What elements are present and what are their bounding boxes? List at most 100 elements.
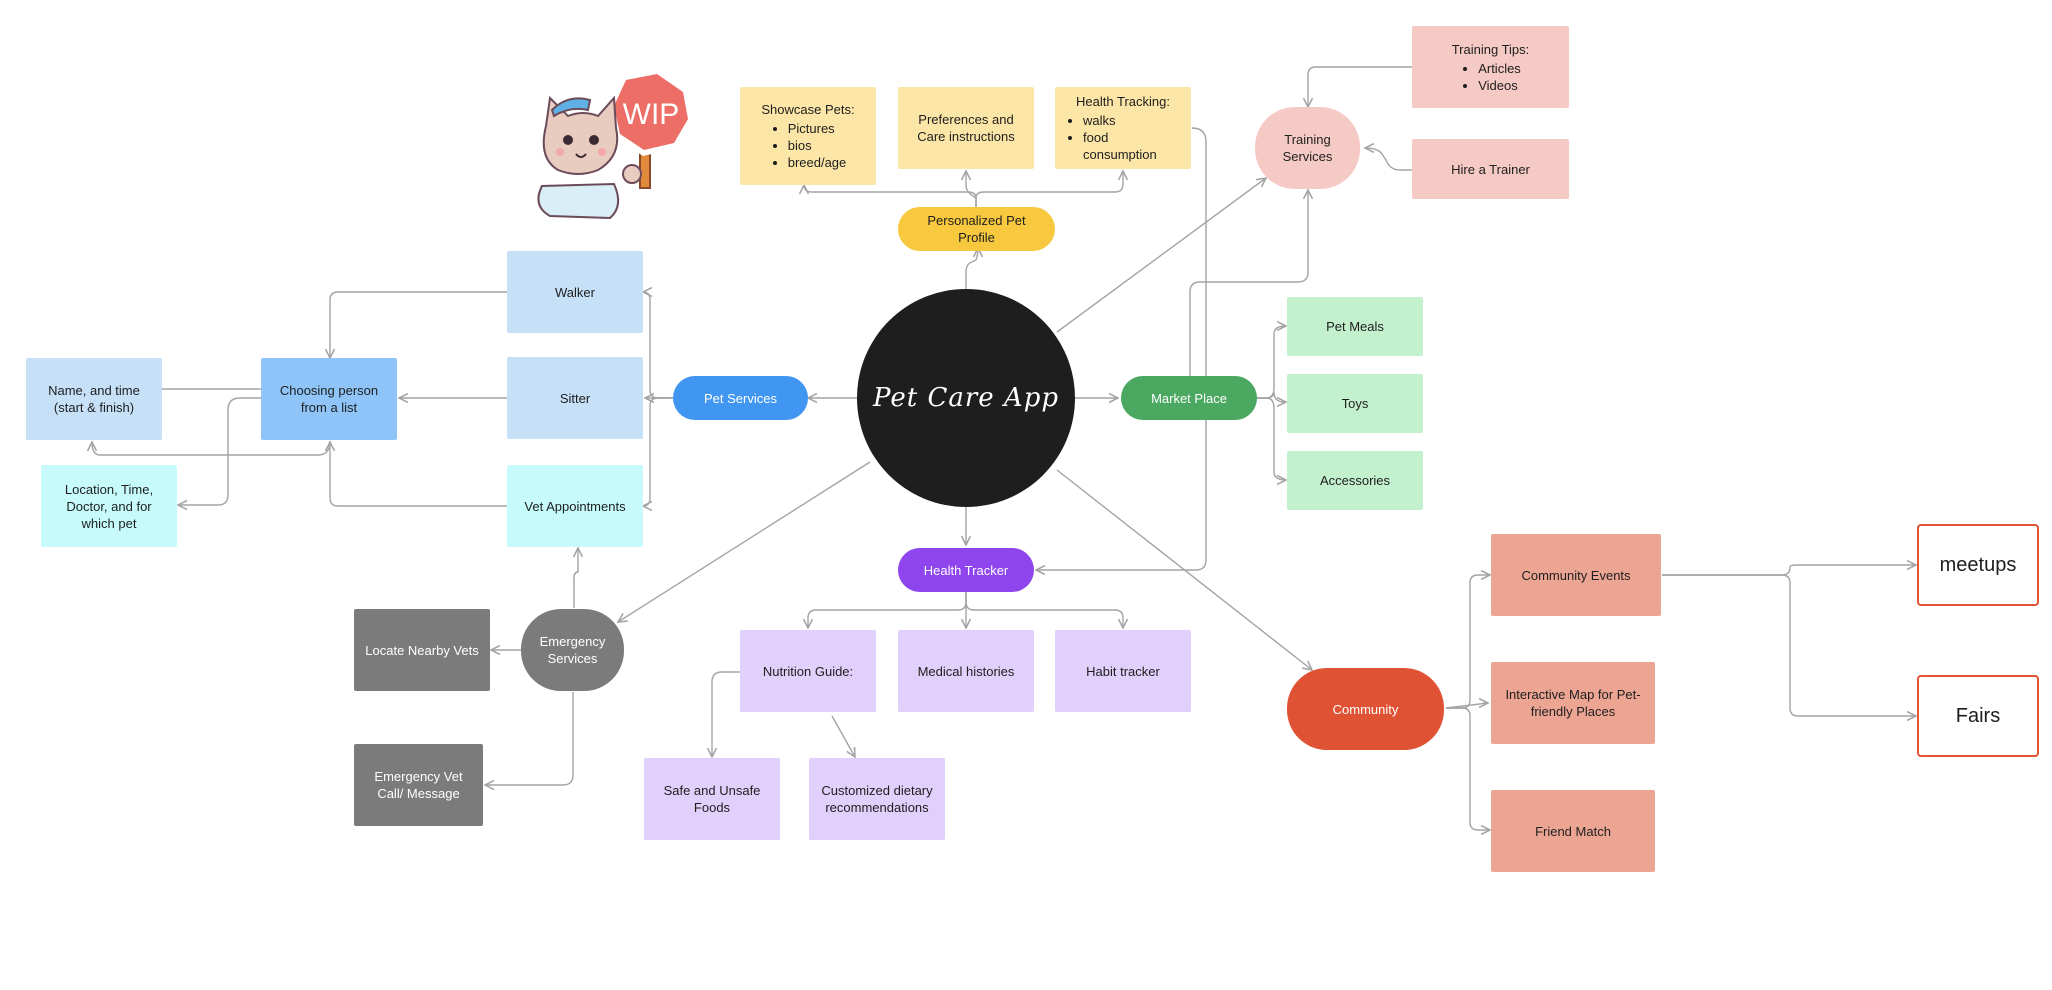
line-community-friend xyxy=(1446,707,1490,830)
choosing-person-label: Choosing person from a list xyxy=(279,383,379,415)
training-tips-list: Articles Videos xyxy=(1460,60,1521,94)
line-hire-training xyxy=(1365,148,1412,171)
market-place-label: Market Place xyxy=(1151,390,1227,406)
cat-icon xyxy=(537,95,642,220)
health-tracking-item: food consumption xyxy=(1083,129,1181,163)
line-community-map xyxy=(1445,703,1488,709)
line-choose-location xyxy=(178,397,261,505)
stop-sign-icon: WIP xyxy=(608,68,694,189)
accessories-label: Accessories xyxy=(1319,473,1391,488)
habit-tracker-label: Habit tracker xyxy=(1086,663,1160,679)
wip-cat-sticker: WIP xyxy=(537,68,694,220)
emergency-services-label: Emergency Services xyxy=(539,634,606,666)
medical-histories-label: Medical histories xyxy=(917,663,1015,679)
hire-trainer-node[interactable]: Hire a Trainer xyxy=(1412,139,1569,199)
location-time-node[interactable]: Location, Time, Doctor, and for which pe… xyxy=(41,465,177,547)
walker-label: Walker xyxy=(555,284,595,300)
line-profile-preferences xyxy=(966,171,977,207)
health-tracking-item: walks xyxy=(1083,112,1181,129)
line-market-meals xyxy=(1257,326,1286,399)
line-profile-showcase xyxy=(804,185,977,207)
hire-trainer-label: Hire a Trainer xyxy=(1451,161,1530,177)
training-services-node[interactable]: Training Services xyxy=(1255,107,1360,189)
vet-appointments-node[interactable]: Vet Appointments xyxy=(507,465,643,547)
line-nutrition-dietary xyxy=(831,715,855,757)
market-place-node[interactable]: Market Place xyxy=(1121,376,1257,420)
habit-tracker-node[interactable]: Habit tracker xyxy=(1055,630,1191,712)
locate-vets-label: Locate Nearby Vets xyxy=(365,642,479,658)
preferences-label: Preferences and Care instructions xyxy=(917,112,1015,144)
showcase-pets-node[interactable]: Showcase Pets: Pictures bios breed/age xyxy=(740,87,876,185)
meetups-node[interactable]: meetups xyxy=(1917,524,2039,606)
line-tips-training xyxy=(1308,66,1412,107)
line-choose-name-bottom xyxy=(92,441,331,456)
emergency-services-node[interactable]: Emergency Services xyxy=(521,609,624,691)
line-emergency-call xyxy=(485,692,574,785)
line-events-fairs xyxy=(1662,574,1916,716)
medical-histories-node[interactable]: Medical histories xyxy=(898,630,1034,712)
community-events-node[interactable]: Community Events xyxy=(1491,534,1661,616)
choosing-person-node[interactable]: Choosing person from a list xyxy=(261,358,397,440)
pet-meals-node[interactable]: Pet Meals xyxy=(1287,297,1423,356)
safe-foods-label: Safe and Unsafe Foods xyxy=(663,783,761,815)
sitter-label: Sitter xyxy=(559,390,591,406)
training-services-label: Training Services xyxy=(1282,132,1333,164)
nutrition-guide-node[interactable]: Nutrition Guide: xyxy=(740,630,876,712)
community-label: Community xyxy=(1332,701,1399,717)
safe-foods-node[interactable]: Safe and Unsafe Foods xyxy=(644,758,780,840)
line-emergency-vet-appt xyxy=(574,548,578,608)
training-tips-item: Videos xyxy=(1478,77,1521,94)
showcase-item: bios xyxy=(788,137,847,154)
vet-appointments-label: Vet Appointments xyxy=(524,498,626,514)
name-time-label: Name, and time (start & finish) xyxy=(48,383,140,415)
name-time-node[interactable]: Name, and time (start & finish) xyxy=(26,358,162,440)
health-tracking-list: walks food consumption xyxy=(1065,112,1181,163)
line-profile-health-tracking xyxy=(975,171,1123,207)
line-community-events xyxy=(1446,575,1490,709)
line-events-meetups xyxy=(1662,565,1916,576)
line-health-nutrition xyxy=(808,592,967,628)
showcase-title: Showcase Pets: xyxy=(761,102,855,117)
toys-label: Toys xyxy=(1341,396,1369,411)
meetups-label: meetups xyxy=(1939,553,2017,576)
line-center-profile xyxy=(965,248,978,289)
preferences-node[interactable]: Preferences and Care instructions xyxy=(898,87,1034,169)
friend-match-node[interactable]: Friend Match xyxy=(1491,790,1655,872)
line-center-training xyxy=(1056,178,1266,333)
personalized-profile-node[interactable]: Personalized Pet Profile xyxy=(898,207,1055,251)
dietary-recommendations-label: Customized dietary recommendations xyxy=(821,783,933,815)
accessories-node[interactable]: Accessories xyxy=(1287,451,1423,510)
line-vet-choose xyxy=(330,442,507,507)
toys-node[interactable]: Toys xyxy=(1287,374,1423,433)
line-nutrition-safe xyxy=(712,671,740,757)
health-tracking-node[interactable]: Health Tracking: walks food consumption xyxy=(1055,87,1191,169)
line-pet-walker xyxy=(643,292,673,399)
training-tips-item: Articles xyxy=(1478,60,1521,77)
sitter-node[interactable]: Sitter xyxy=(507,357,643,439)
emergency-call-label: Emergency Vet Call/ Message xyxy=(374,769,463,801)
line-center-emergency xyxy=(618,461,871,622)
dietary-recommendations-node[interactable]: Customized dietary recommendations xyxy=(809,758,945,840)
pet-services-label: Pet Services xyxy=(704,390,777,406)
health-tracker-label: Health Tracker xyxy=(923,562,1009,578)
training-tips-node[interactable]: Training Tips: Articles Videos xyxy=(1412,26,1569,108)
location-time-label: Location, Time, Doctor, and for which pe… xyxy=(64,481,154,531)
nutrition-guide-label: Nutrition Guide: xyxy=(762,663,854,679)
line-walker-choose xyxy=(330,291,507,358)
health-tracker-node[interactable]: Health Tracker xyxy=(898,548,1034,592)
community-node[interactable]: Community xyxy=(1287,668,1444,750)
showcase-list: Pictures bios breed/age xyxy=(770,120,847,171)
wip-sign-text: WIP xyxy=(623,98,680,131)
pet-meals-label: Pet Meals xyxy=(1326,319,1384,334)
locate-vets-node[interactable]: Locate Nearby Vets xyxy=(354,609,490,691)
line-health-habit xyxy=(965,592,1123,628)
fairs-node[interactable]: Fairs xyxy=(1917,675,2039,757)
pet-services-node[interactable]: Pet Services xyxy=(673,376,808,420)
showcase-item: breed/age xyxy=(788,154,847,171)
interactive-map-node[interactable]: Interactive Map for Pet-friendly Places xyxy=(1491,662,1655,744)
emergency-call-node[interactable]: Emergency Vet Call/ Message xyxy=(354,744,483,826)
line-market-toys xyxy=(1257,391,1286,402)
walker-node[interactable]: Walker xyxy=(507,251,643,333)
training-tips-title: Training Tips: xyxy=(1451,41,1530,57)
center-node[interactable]: Pet Care App xyxy=(857,289,1075,507)
